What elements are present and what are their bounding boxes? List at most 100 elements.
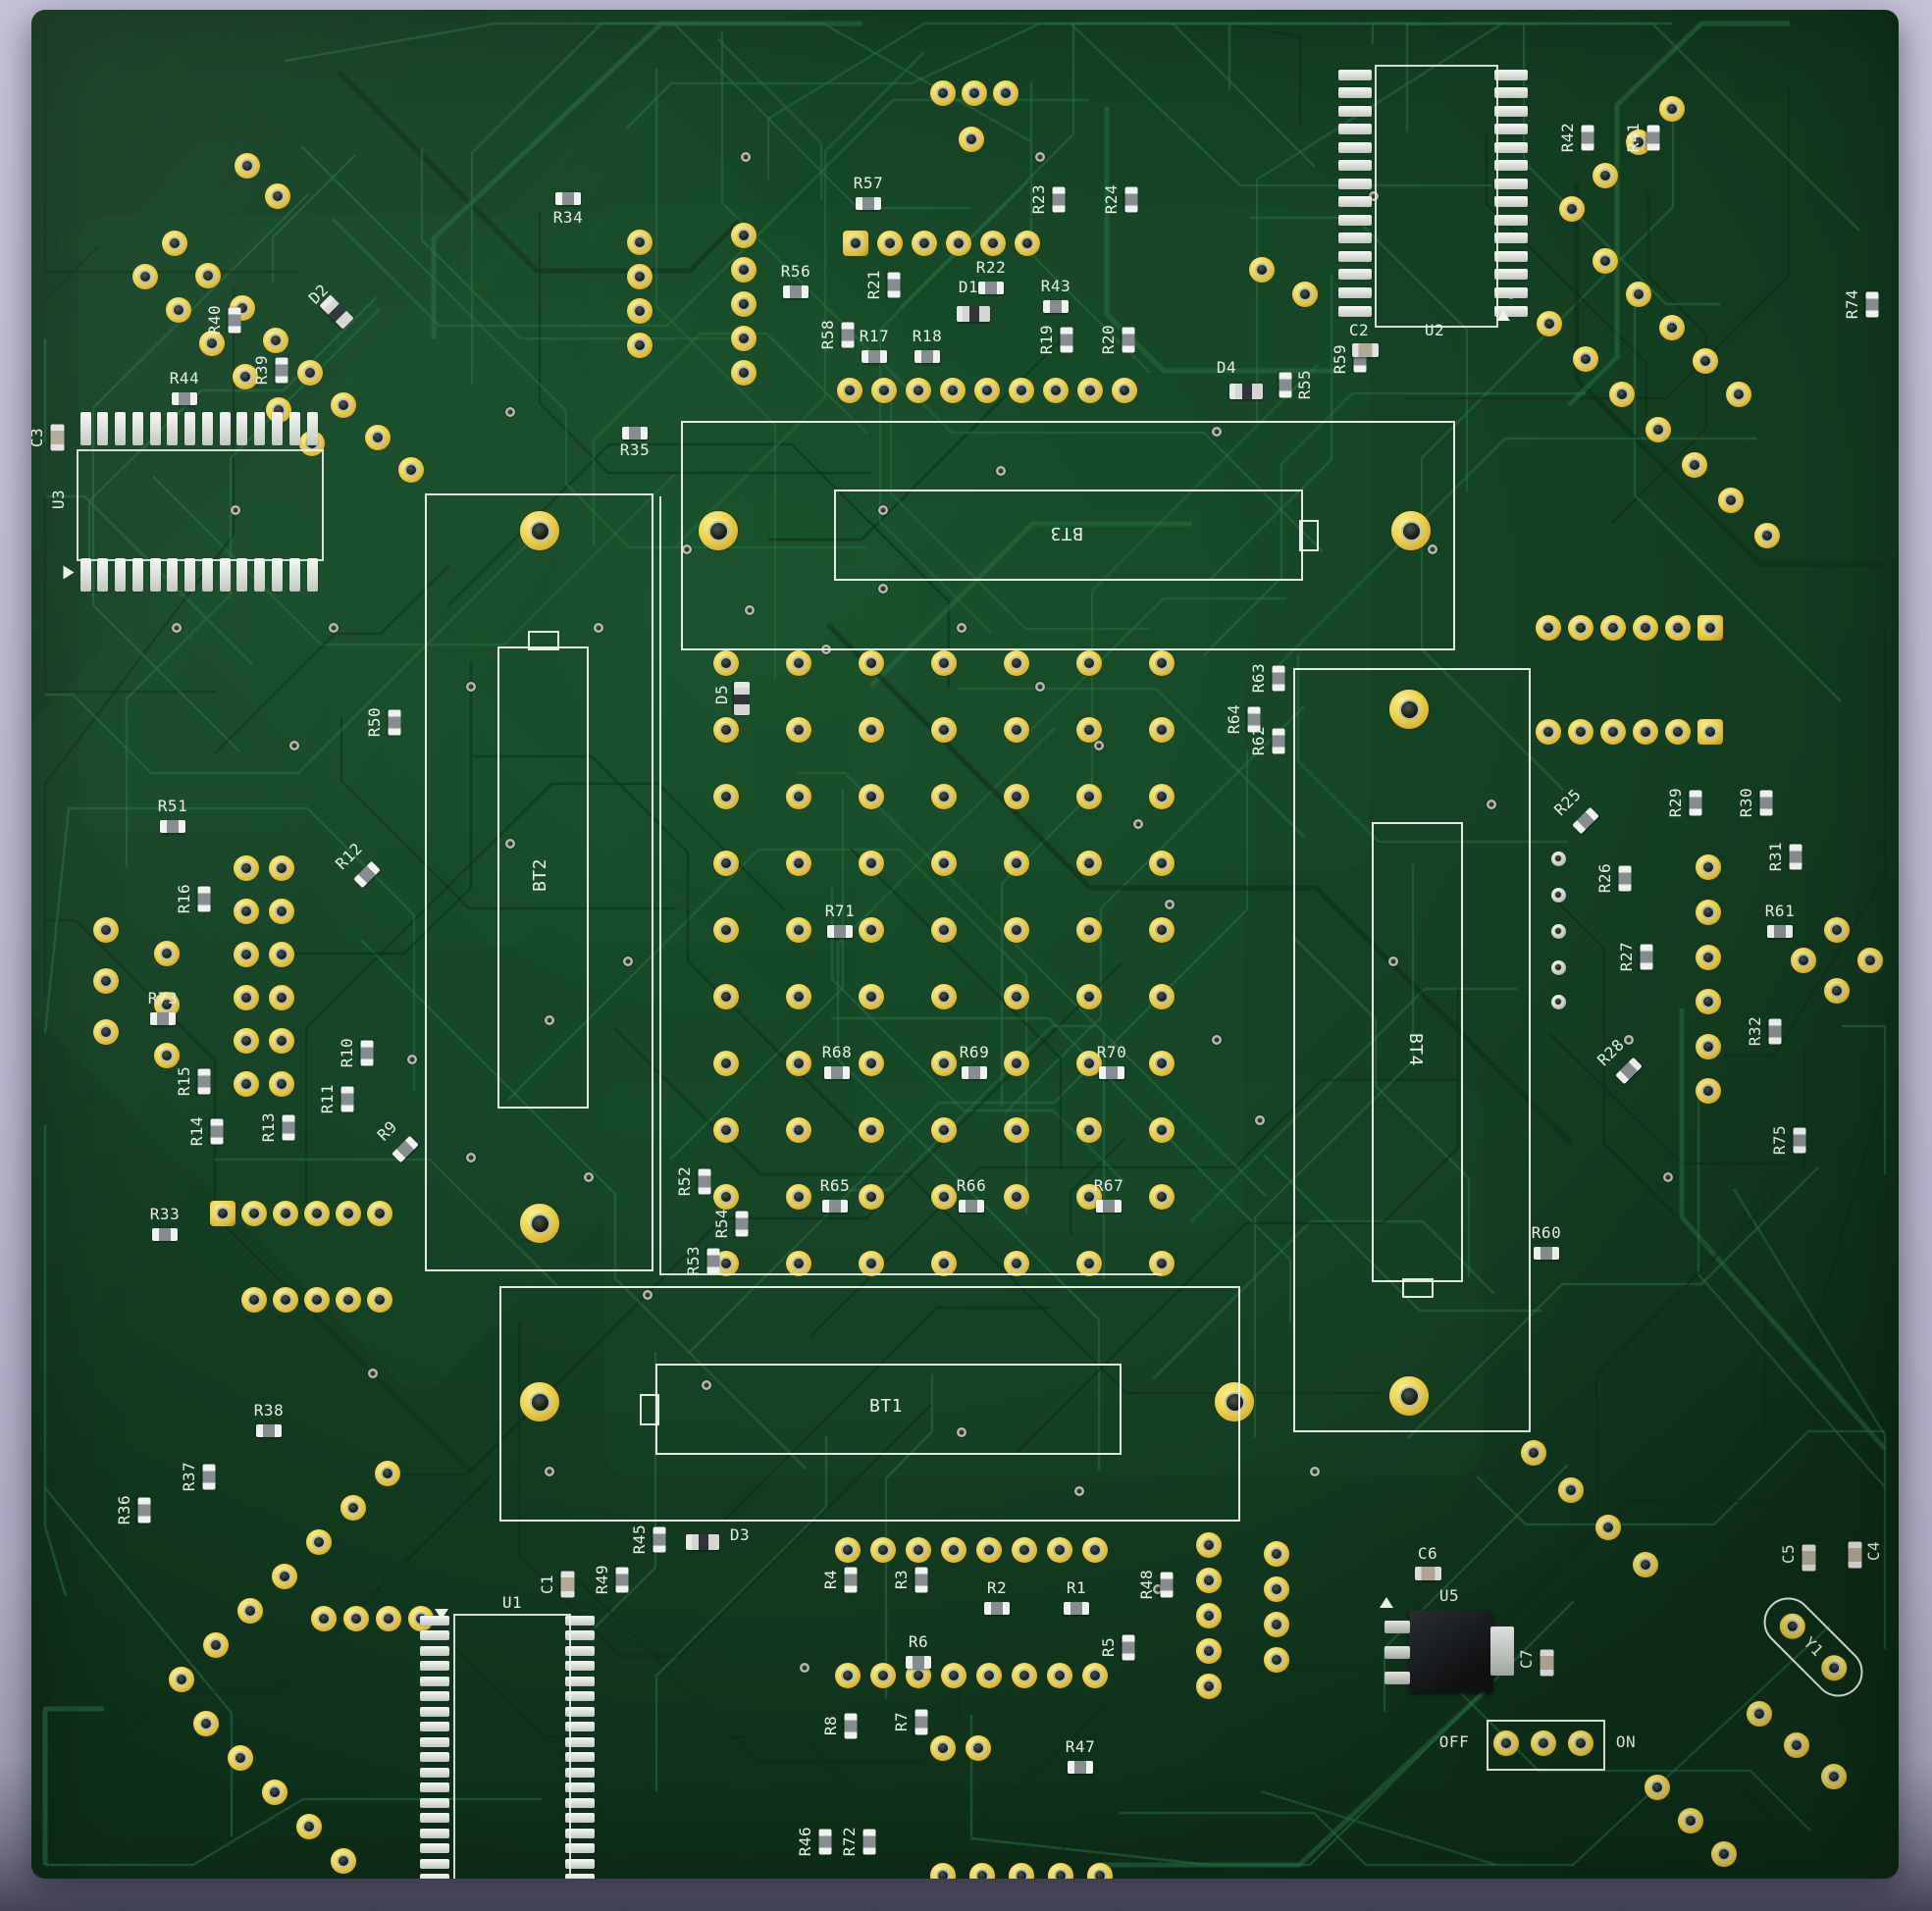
through-hole-pad xyxy=(1678,1808,1703,1834)
diode-D4 xyxy=(1229,384,1263,399)
silkscreen-label-C5: C5 xyxy=(1779,1543,1798,1565)
silkscreen-label-R36: R36 xyxy=(115,1494,133,1525)
through-hole-pad xyxy=(931,851,957,876)
through-hole-pad xyxy=(870,1663,896,1688)
ic-pin-pad-U3 xyxy=(219,558,231,592)
silkscreen-label-BT2: BT2 xyxy=(530,857,550,893)
through-hole-pad xyxy=(931,1184,957,1210)
crystal-pad-Y1 xyxy=(1774,1608,1811,1645)
via xyxy=(505,839,515,849)
through-hole-pad xyxy=(234,1071,259,1097)
through-hole-pad xyxy=(1047,1537,1072,1563)
through-hole-pad xyxy=(343,1606,369,1631)
silkscreen-label-R11: R11 xyxy=(318,1083,337,1114)
through-hole-pad xyxy=(228,1745,253,1771)
ic-pin-pad-U3 xyxy=(115,558,127,592)
silkscreen-label-R39: R39 xyxy=(252,354,271,386)
via xyxy=(878,505,888,515)
resistor-R54 xyxy=(735,1211,749,1236)
resistor-R53 xyxy=(706,1248,720,1273)
through-hole-pad xyxy=(311,1606,337,1631)
through-hole-pad xyxy=(1609,382,1635,407)
through-hole-pad xyxy=(304,1287,330,1313)
through-hole-pad xyxy=(154,941,180,966)
silkscreen-label-R60: R60 xyxy=(1531,1223,1562,1242)
through-hole-pad xyxy=(154,1043,180,1068)
through-hole-pad xyxy=(835,1663,861,1688)
through-hole-pad xyxy=(627,333,653,358)
via xyxy=(584,1172,594,1182)
silkscreen-label-R71: R71 xyxy=(824,902,856,920)
resistor-R21 xyxy=(887,272,901,297)
ic-pin-pad-U2 xyxy=(1494,69,1528,80)
via xyxy=(1133,819,1143,829)
silkscreen-label-C2: C2 xyxy=(1348,321,1370,339)
battery-contact-tab-BT1 xyxy=(640,1393,659,1425)
silkscreen-label-C6: C6 xyxy=(1417,1544,1438,1563)
through-hole-pad xyxy=(859,1251,884,1276)
through-hole-pad xyxy=(162,231,187,256)
ic-pin-pad-U1 xyxy=(420,1874,449,1879)
ic-pin-pad-U2 xyxy=(1494,250,1528,262)
through-hole-pad xyxy=(931,650,957,676)
via xyxy=(545,1467,554,1476)
silkscreen-label-R15: R15 xyxy=(175,1065,193,1097)
through-hole-pad xyxy=(367,1287,392,1313)
through-hole-pad xyxy=(1249,257,1275,283)
through-hole-pad xyxy=(1082,1663,1108,1688)
through-hole-pad xyxy=(1047,1663,1072,1688)
ic-pin-pad-U1 xyxy=(420,1722,449,1732)
through-hole-pad xyxy=(931,1051,957,1076)
battery-holder-outline-BT3 xyxy=(681,421,1455,650)
via xyxy=(1165,900,1175,909)
ic-pin-pad-U3 xyxy=(254,558,266,592)
silkscreen-label-R40: R40 xyxy=(205,304,224,336)
via xyxy=(1255,1115,1265,1125)
silkscreen-label-R2: R2 xyxy=(986,1578,1008,1597)
through-hole-pad xyxy=(1012,1537,1037,1563)
via xyxy=(466,1153,476,1162)
through-hole-pad xyxy=(1076,984,1102,1009)
resistor-R11 xyxy=(340,1086,354,1111)
via xyxy=(466,682,476,692)
through-hole-pad xyxy=(931,717,957,743)
via xyxy=(1487,800,1496,809)
via xyxy=(329,623,339,633)
power-switch-pad xyxy=(1493,1730,1519,1756)
silkscreen-label-R23: R23 xyxy=(1029,183,1048,215)
ic-pin-pad-U2 xyxy=(1338,160,1372,172)
through-hole-pad xyxy=(1747,1701,1772,1727)
silkscreen-label-C1: C1 xyxy=(538,1574,556,1595)
ic-pin-pad-U1 xyxy=(420,1736,449,1747)
resistor-R72 xyxy=(862,1829,876,1854)
resistor-R42 xyxy=(1581,125,1594,150)
via xyxy=(1035,152,1045,162)
via xyxy=(957,623,966,633)
through-hole-pad xyxy=(1626,282,1651,307)
ic-pin-pad-U1 xyxy=(420,1676,449,1686)
battery-contact-tab-BT3 xyxy=(1299,519,1319,551)
silkscreen-label-R52: R52 xyxy=(675,1165,694,1197)
through-hole-pad xyxy=(859,917,884,943)
through-hole-pad xyxy=(365,425,391,450)
ic-pin-pad-U2 xyxy=(1338,87,1372,99)
silkscreen-label-R51: R51 xyxy=(157,797,188,815)
through-hole-pad xyxy=(627,298,653,324)
through-hole-pad xyxy=(234,985,259,1010)
pin1-marker-U5 xyxy=(1380,1597,1393,1608)
via xyxy=(702,1380,711,1390)
ic-pin-pad-U1 xyxy=(565,1874,595,1879)
silkscreen-label-BT1: BT1 xyxy=(868,1396,904,1417)
through-hole-pad xyxy=(93,1019,119,1045)
ic-pin-U5 xyxy=(1384,1620,1410,1633)
through-hole-pad xyxy=(713,784,739,809)
via xyxy=(1035,682,1045,692)
resistor-R36 xyxy=(137,1497,151,1523)
via xyxy=(1212,427,1222,437)
through-hole-pad xyxy=(930,1863,956,1879)
ic-pin-pad-U3 xyxy=(97,412,109,445)
through-hole-pad xyxy=(398,457,424,483)
through-hole-pad xyxy=(1196,1674,1222,1699)
through-hole-pad xyxy=(1550,851,1566,866)
